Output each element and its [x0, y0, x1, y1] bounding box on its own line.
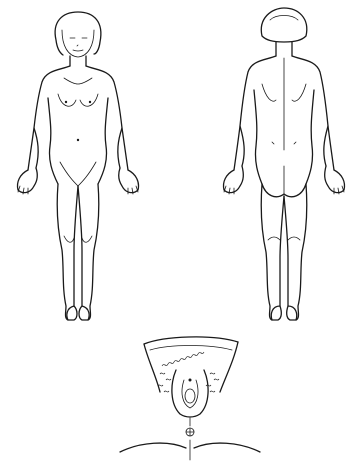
back-body-figure	[223, 8, 344, 320]
perineal-figure	[120, 337, 260, 460]
front-body-figure	[17, 12, 138, 320]
